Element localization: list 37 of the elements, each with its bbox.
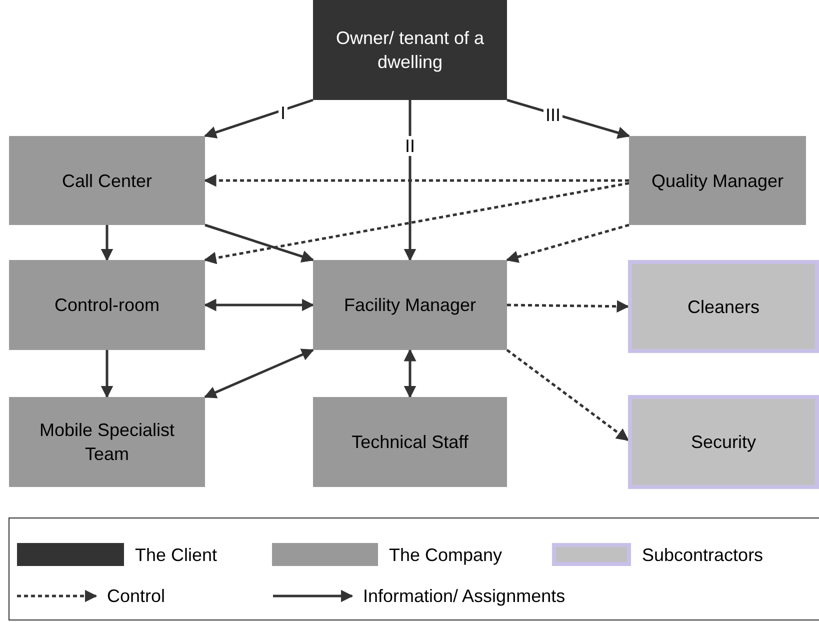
process-box: [313, 0, 507, 100]
arrow: [204, 298, 314, 312]
arrow: [204, 348, 314, 398]
process-box: [313, 260, 507, 350]
arrow: [204, 182, 630, 264]
arrow: [100, 225, 114, 262]
arrow: [100, 350, 114, 398]
legend-label: The Company: [389, 544, 502, 566]
node-label: Technical Staff: [350, 431, 470, 454]
process-box: [629, 136, 806, 225]
process-box: [9, 260, 205, 350]
process-box: [313, 397, 507, 487]
arrow: [506, 98, 630, 139]
arrow: [204, 98, 314, 138]
legend-label: Subcontractors: [642, 544, 764, 566]
node-label: Call Center: [60, 170, 154, 192]
arrow: [204, 174, 629, 187]
arrow: [404, 348, 416, 398]
arrow: [404, 100, 416, 262]
process-box: [628, 260, 819, 353]
legend-label: Information/ Assignments: [363, 585, 566, 607]
node-label: Owner/ tenant of a dwelling: [334, 27, 486, 74]
node-label: Control-room: [53, 294, 161, 317]
node-label: Cleaners: [686, 296, 761, 318]
arrow: [506, 224, 630, 263]
arrow: [506, 349, 629, 442]
legend-label: Control: [107, 585, 166, 607]
process-box: [9, 136, 205, 225]
process-box: [628, 395, 819, 489]
node-label: Quality Manager: [650, 170, 785, 192]
legend-label: The Client: [135, 544, 218, 566]
node-label: Security: [690, 431, 758, 454]
arrow: [204, 224, 314, 262]
node-label: Facility Manager: [342, 294, 478, 317]
process-box: [9, 397, 205, 487]
node-label: Mobile Specialist Team: [38, 419, 176, 466]
arrow: [506, 300, 630, 313]
